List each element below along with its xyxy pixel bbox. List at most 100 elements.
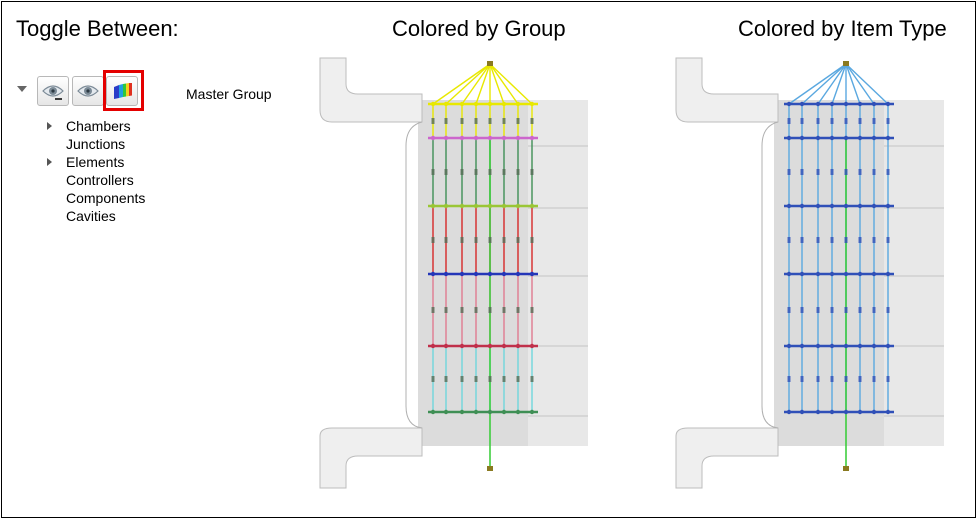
junction-marker xyxy=(516,169,520,175)
model-top-flange xyxy=(675,57,779,123)
ring-node xyxy=(857,203,863,209)
fan-line xyxy=(831,63,847,105)
ring-node xyxy=(786,343,792,349)
ring-node xyxy=(487,101,493,107)
junction-marker xyxy=(460,376,464,382)
fan-line xyxy=(432,63,491,105)
ring-node xyxy=(529,135,535,141)
junction-marker xyxy=(787,169,791,175)
ring-node xyxy=(443,271,449,277)
junction-marker xyxy=(502,307,506,313)
junction-marker xyxy=(800,307,804,313)
ring-node xyxy=(799,409,805,415)
junction-marker xyxy=(474,169,478,175)
model-view-colored-by-group xyxy=(319,57,588,489)
junction-marker xyxy=(530,376,534,382)
show-items-button[interactable] xyxy=(72,76,104,106)
junction-marker xyxy=(474,237,478,243)
junction-marker xyxy=(872,307,876,313)
junction-marker xyxy=(516,376,520,382)
model-bottom-flange xyxy=(675,427,779,489)
tree-item-elements[interactable]: Elements xyxy=(44,153,145,171)
ring-node xyxy=(459,101,465,107)
junction-marker xyxy=(858,376,862,382)
junction-marker xyxy=(516,118,520,124)
tree-collapse-arrow-icon[interactable] xyxy=(17,86,27,92)
ring-node xyxy=(857,271,863,277)
ring-node xyxy=(885,271,891,277)
junction-marker xyxy=(530,307,534,313)
ring-node xyxy=(829,343,835,349)
ring-node xyxy=(843,409,849,415)
junction-marker xyxy=(502,376,506,382)
hide-items-button[interactable] xyxy=(37,76,69,106)
model-bottom-flange xyxy=(319,427,423,489)
tree-item-chambers[interactable]: Chambers xyxy=(44,117,145,135)
junction-marker xyxy=(830,118,834,124)
apex-node xyxy=(843,61,849,66)
junction-marker xyxy=(787,376,791,382)
model-top-flange xyxy=(319,57,423,123)
ring-node xyxy=(786,409,792,415)
junction-marker xyxy=(816,118,820,124)
ring-node xyxy=(487,409,493,415)
tree-item-label: Controllers xyxy=(66,172,134,188)
ring-node xyxy=(515,343,521,349)
junction-marker xyxy=(844,237,848,243)
expand-arrow-icon[interactable] xyxy=(47,122,52,130)
junction-marker xyxy=(886,376,890,382)
junction-marker xyxy=(502,237,506,243)
junction-marker xyxy=(800,237,804,243)
ring-node xyxy=(443,343,449,349)
tree-item-cavities[interactable]: Cavities xyxy=(44,207,145,225)
tree-list: Chambers Junctions Elements Controllers … xyxy=(44,117,145,225)
ring-node xyxy=(515,203,521,209)
ring-node xyxy=(430,271,436,277)
ring-node xyxy=(885,135,891,141)
junction-marker xyxy=(488,237,492,243)
junction-marker xyxy=(886,237,890,243)
ring-node xyxy=(430,203,436,209)
ring-node xyxy=(443,409,449,415)
junction-marker xyxy=(844,376,848,382)
ring-node xyxy=(529,203,535,209)
junction-marker xyxy=(431,237,435,243)
ring-node xyxy=(871,271,877,277)
ring-node xyxy=(815,343,821,349)
junction-marker xyxy=(460,118,464,124)
junction-marker xyxy=(488,376,492,382)
junction-marker xyxy=(787,237,791,243)
junction-marker xyxy=(800,376,804,382)
tree-item-controllers[interactable]: Controllers xyxy=(44,171,145,189)
ring-node xyxy=(815,135,821,141)
ring-node xyxy=(857,101,863,107)
junction-marker xyxy=(474,307,478,313)
ring-node xyxy=(473,343,479,349)
ring-node xyxy=(459,203,465,209)
ring-node xyxy=(515,271,521,277)
caption-colored-by-group: Colored by Group xyxy=(392,16,566,41)
junction-marker xyxy=(886,169,890,175)
junction-marker xyxy=(830,376,834,382)
fan-line xyxy=(845,63,861,105)
fan-line xyxy=(817,63,847,105)
ring-node xyxy=(871,343,877,349)
junction-marker xyxy=(460,307,464,313)
expand-arrow-icon[interactable] xyxy=(47,158,52,166)
tree-item-junctions[interactable]: Junctions xyxy=(44,135,145,153)
tree-item-components[interactable]: Components xyxy=(44,189,145,207)
ring-node xyxy=(430,135,436,141)
ring-node xyxy=(843,101,849,107)
ring-node xyxy=(885,203,891,209)
color-by-group-button[interactable] xyxy=(106,76,138,106)
ring-node xyxy=(515,135,521,141)
junction-marker xyxy=(502,169,506,175)
ring-node xyxy=(459,271,465,277)
toggle-title: Toggle Between: xyxy=(16,16,179,41)
junction-marker xyxy=(872,376,876,382)
junction-marker xyxy=(474,376,478,382)
ring-node xyxy=(473,203,479,209)
fan-line xyxy=(489,63,519,105)
ring-node xyxy=(786,135,792,141)
fan-line xyxy=(801,63,847,105)
